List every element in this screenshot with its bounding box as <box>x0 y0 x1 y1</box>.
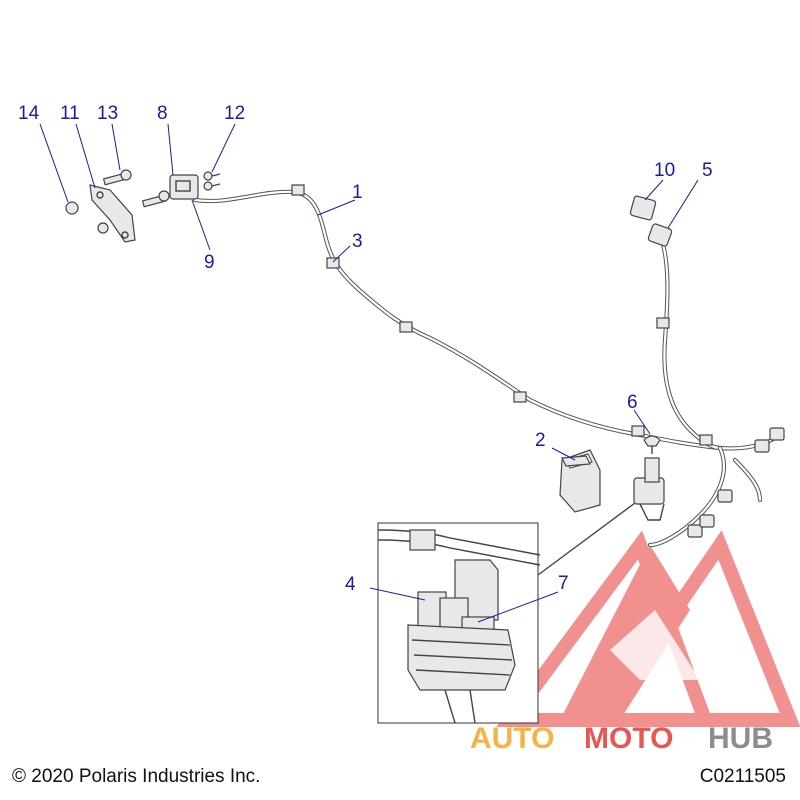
harness-end-connectors <box>687 427 785 538</box>
relay-assembly-small <box>633 457 665 521</box>
nut-14 <box>65 201 79 215</box>
watermark-logo <box>496 530 800 727</box>
diagram-code: C0211505 <box>699 766 786 787</box>
callout-labels: 1 2 3 4 5 6 7 8 9 10 11 12 13 14 <box>18 103 713 595</box>
push-pin-6 <box>643 435 661 454</box>
callout-1: 1 <box>352 182 363 203</box>
watermark-text: AUTO MOTO HUB <box>470 722 773 755</box>
callout-7: 7 <box>558 573 569 594</box>
callout-8: 8 <box>157 103 168 124</box>
connector-5 <box>647 223 673 247</box>
bolt-lower <box>141 190 170 208</box>
harness-clip <box>699 434 713 446</box>
callout-13: 13 <box>97 103 118 124</box>
watermark-moto: MOTO <box>584 722 673 755</box>
bolt-13 <box>102 169 132 186</box>
connector-10 <box>629 195 657 221</box>
harness-clip <box>326 257 340 269</box>
copyright-text: © 2020 Polaris Industries Inc. <box>12 766 261 787</box>
callout-9: 9 <box>204 252 215 273</box>
callout-11: 11 <box>60 103 80 124</box>
callout-10: 10 <box>654 160 675 181</box>
harness-clip <box>656 317 670 329</box>
sensor-8 <box>169 174 199 200</box>
nut-small <box>97 222 109 234</box>
callout-2: 2 <box>535 430 546 451</box>
callout-14: 14 <box>18 103 40 124</box>
watermark-auto: AUTO <box>470 722 554 755</box>
callout-5: 5 <box>702 160 713 181</box>
harness-clip <box>291 184 305 196</box>
detail-inset <box>377 502 636 724</box>
callout-3: 3 <box>352 231 363 252</box>
harness-clip <box>399 321 413 333</box>
mounting-bracket-11 <box>89 184 136 243</box>
callout-6: 6 <box>627 392 638 413</box>
label-sticker <box>561 455 591 467</box>
screws-12 <box>203 171 221 191</box>
leader-lines <box>39 123 699 623</box>
callout-12: 12 <box>224 103 245 124</box>
harness-clip <box>513 391 527 403</box>
wire-harness <box>192 184 783 548</box>
harness-clip <box>631 425 645 437</box>
callout-4: 4 <box>345 574 356 595</box>
watermark-hub: HUB <box>708 722 773 755</box>
